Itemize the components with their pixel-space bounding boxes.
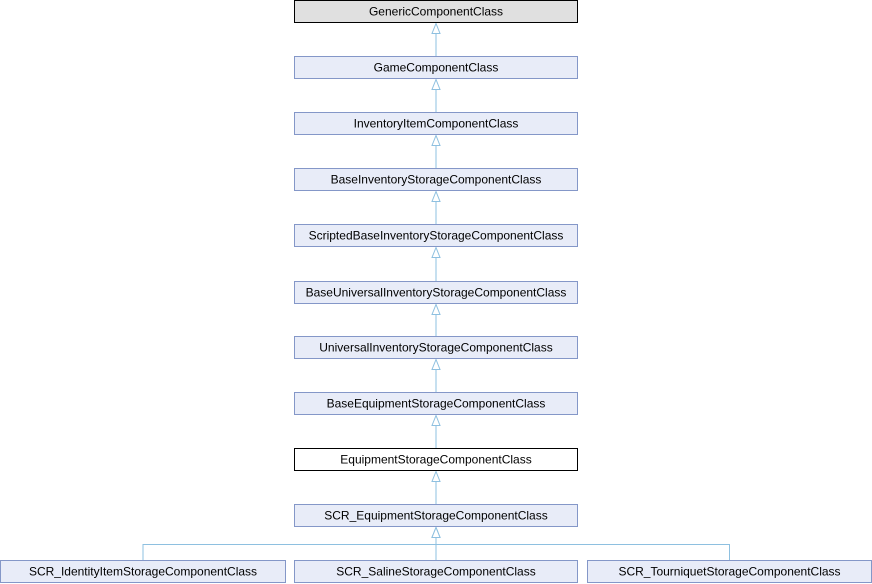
class-node-equipmentstorage: EquipmentStorageComponentClass: [294, 448, 578, 471]
class-box: [294, 336, 578, 359]
class-node-generic[interactable]: GenericComponentClass: [294, 0, 578, 23]
class-box: [294, 168, 578, 191]
class-node-baseuniversalinventorystorage[interactable]: BaseUniversalInventoryStorageComponentCl…: [294, 281, 578, 304]
class-box: [294, 281, 578, 304]
class-node-scr_tourniquetstorage[interactable]: SCR_TourniquetStorageComponentClass: [587, 560, 872, 583]
edge-baseinventorystorage-to-inventoryitem: [431, 134, 441, 169]
class-label: GenericComponentClass: [369, 5, 503, 19]
edge-scr_identityitemstorage-to-scr_equipmentstorage: [142, 526, 441, 561]
class-label: SCR_EquipmentStorageComponentClass: [324, 509, 547, 523]
class-node-scr_identityitemstorage[interactable]: SCR_IdentityItemStorageComponentClass: [0, 560, 286, 583]
class-box: [294, 392, 578, 415]
class-box: [294, 224, 578, 247]
class-label: SCR_SalineStorageComponentClass: [336, 565, 535, 579]
class-node-inventoryitem[interactable]: InventoryItemComponentClass: [294, 112, 578, 135]
edge-scriptedbaseinventorystorage-to-baseinventorystorage: [431, 190, 441, 225]
edge-universalinventorystorage-to-baseuniversalinventorystorage: [431, 303, 441, 337]
edge-baseequipmentstorage-to-universalinventorystorage: [431, 358, 441, 393]
edge-arrowhead: [431, 526, 441, 538]
edge-arrowhead: [431, 414, 441, 426]
class-node-game[interactable]: GameComponentClass: [294, 56, 578, 79]
edge-baseuniversalinventorystorage-to-scriptedbaseinventorystorage: [431, 246, 441, 282]
class-label: EquipmentStorageComponentClass: [340, 453, 531, 467]
edge-scr_tourniquetstorage-to-scr_equipmentstorage: [431, 526, 730, 561]
class-node-scr_salinestorage[interactable]: SCR_SalineStorageComponentClass: [294, 560, 578, 583]
edge-line: [435, 527, 730, 561]
class-box: [294, 560, 578, 583]
edge-arrowhead: [431, 303, 441, 315]
class-box: [0, 560, 286, 583]
class-node-scr_equipmentstorage[interactable]: SCR_EquipmentStorageComponentClass: [294, 504, 578, 527]
class-box: [294, 112, 578, 135]
class-box: [294, 0, 578, 23]
edge-game-to-generic: [431, 22, 441, 57]
edge-arrowhead: [431, 246, 441, 258]
edge-line: [142, 527, 437, 561]
class-node-universalinventorystorage[interactable]: UniversalInventoryStorageComponentClass: [294, 336, 578, 359]
class-label: BaseInventoryStorageComponentClass: [331, 173, 542, 187]
class-label: SCR_TourniquetStorageComponentClass: [618, 565, 840, 579]
edge-arrowhead: [431, 22, 441, 34]
edge-arrowhead: [431, 358, 441, 370]
class-label: GameComponentClass: [374, 61, 499, 75]
edge-inventoryitem-to-game: [431, 78, 441, 113]
class-label: ScriptedBaseInventoryStorageComponentCla…: [309, 229, 564, 243]
class-label: SCR_IdentityItemStorageComponentClass: [29, 565, 257, 579]
edges-layer: [142, 22, 730, 561]
class-node-baseequipmentstorage[interactable]: BaseEquipmentStorageComponentClass: [294, 392, 578, 415]
class-node-baseinventorystorage[interactable]: BaseInventoryStorageComponentClass: [294, 168, 578, 191]
class-label: UniversalInventoryStorageComponentClass: [319, 341, 552, 355]
class-box: [294, 504, 578, 527]
edge-arrowhead: [431, 134, 441, 146]
edge-arrowhead: [431, 190, 441, 202]
class-box: [294, 56, 578, 79]
edge-scr_equipmentstorage-to-equipmentstorage: [431, 470, 441, 505]
edge-arrowhead: [431, 78, 441, 90]
edge-arrowhead: [431, 470, 441, 482]
class-node-scriptedbaseinventorystorage[interactable]: ScriptedBaseInventoryStorageComponentCla…: [294, 224, 578, 247]
class-label: BaseEquipmentStorageComponentClass: [327, 397, 546, 411]
edge-equipmentstorage-to-baseequipmentstorage: [431, 414, 441, 449]
class-box: [294, 448, 578, 471]
class-label: BaseUniversalInventoryStorageComponentCl…: [306, 286, 567, 300]
class-label: InventoryItemComponentClass: [354, 117, 519, 131]
